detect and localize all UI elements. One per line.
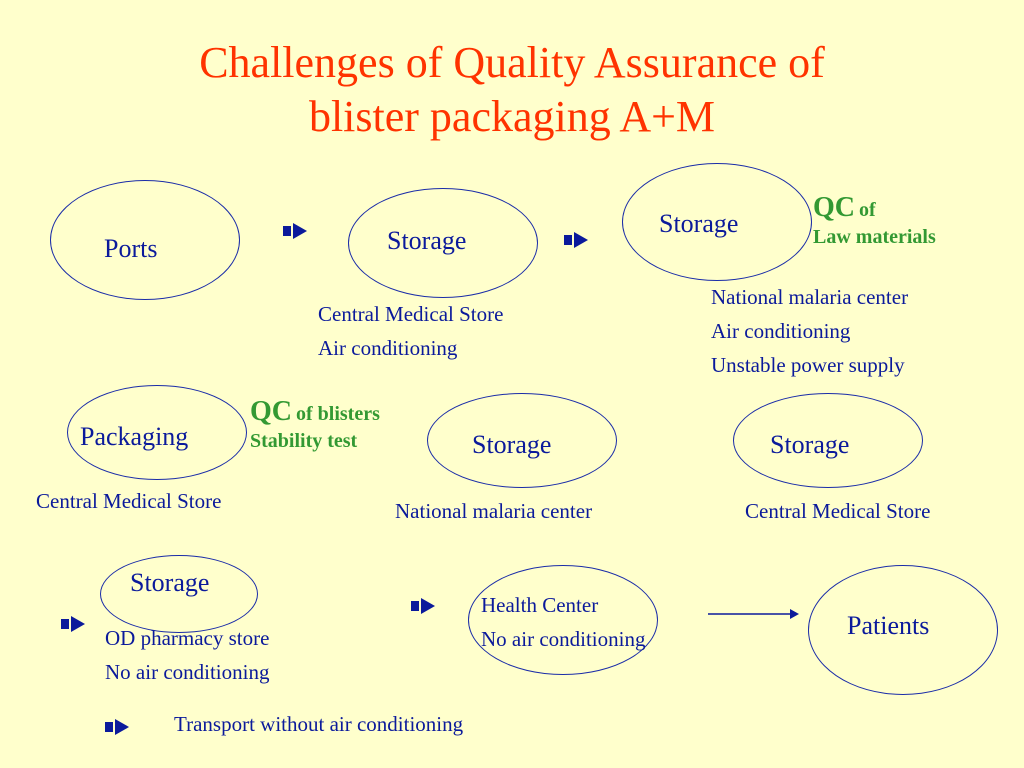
- legend-transport-arrow-icon: [104, 716, 132, 738]
- transport-arrow-icon: [563, 229, 591, 251]
- title-line-1: Challenges of Quality Assurance of: [199, 38, 825, 87]
- storage-note-5-line-2: No air conditioning: [105, 660, 270, 684]
- storage-note-2-line-2: Air conditioning: [711, 319, 851, 343]
- qc-law-line-2: Law materials: [813, 226, 936, 248]
- qc-blisters: QC of blisters Stability test: [250, 396, 380, 454]
- storage-node-1: [348, 188, 538, 298]
- ports-label: Ports: [104, 234, 158, 263]
- transport-arrow-icon: [60, 613, 88, 635]
- health-center-label: Health Center No air conditioning: [481, 588, 645, 656]
- storage-label-3: Storage: [472, 430, 552, 459]
- transport-arrow-icon: [282, 220, 310, 242]
- packaging-node: [67, 385, 247, 480]
- storage-node-2: [622, 163, 812, 281]
- storage-note-2-line-1: National malaria center: [711, 285, 909, 309]
- patients-node: [808, 565, 998, 695]
- qc-blisters-abbrev: QC: [250, 396, 292, 427]
- health-center-line-1: Health Center: [481, 593, 599, 617]
- storage-label-1: Storage: [387, 226, 467, 255]
- storage-note-1-line-1: Central Medical Store: [318, 302, 504, 326]
- storage-note-5-line-1: OD pharmacy store: [105, 626, 270, 650]
- transport-arrow-icon: [410, 595, 438, 617]
- storage-node-5: [100, 555, 258, 633]
- ports-node: [50, 180, 240, 300]
- qc-blisters-line-2: Stability test: [250, 430, 358, 452]
- qc-law-materials: QC of Law materials: [813, 192, 936, 250]
- storage-note-1: Central Medical Store Air conditioning: [318, 297, 503, 365]
- slide-title: Challenges of Quality Assurance of blist…: [0, 36, 1024, 144]
- qc-blisters-of: of blisters: [296, 403, 380, 425]
- storage-note-5: OD pharmacy store No air conditioning: [105, 621, 269, 689]
- storage-label-5: Storage: [130, 568, 210, 597]
- legend-label: Transport without air conditioning: [174, 712, 464, 736]
- direct-arrow-icon: [708, 609, 799, 619]
- packaging-label: Packaging: [80, 422, 189, 451]
- storage-label-2: Storage: [659, 209, 739, 238]
- storage-note-2-line-3: Unstable power supply: [711, 353, 905, 377]
- patients-label: Patients: [847, 611, 930, 640]
- storage-note-2: National malaria center Air conditioning…: [711, 280, 908, 382]
- qc-law-abbrev: QC: [813, 192, 855, 223]
- storage-label-4: Storage: [770, 430, 850, 459]
- storage-node-3: [427, 393, 617, 488]
- qc-law-of: of: [859, 199, 876, 221]
- storage-note-4: Central Medical Store: [745, 499, 931, 523]
- title-line-2: blister packaging A+M: [308, 92, 716, 141]
- packaging-note: Central Medical Store: [36, 489, 222, 513]
- health-center-line-2: No air conditioning: [481, 627, 646, 651]
- storage-node-4: [733, 393, 923, 488]
- storage-note-1-line-2: Air conditioning: [318, 336, 458, 360]
- health-center-node: [468, 565, 658, 675]
- storage-note-3: National malaria center: [395, 499, 593, 523]
